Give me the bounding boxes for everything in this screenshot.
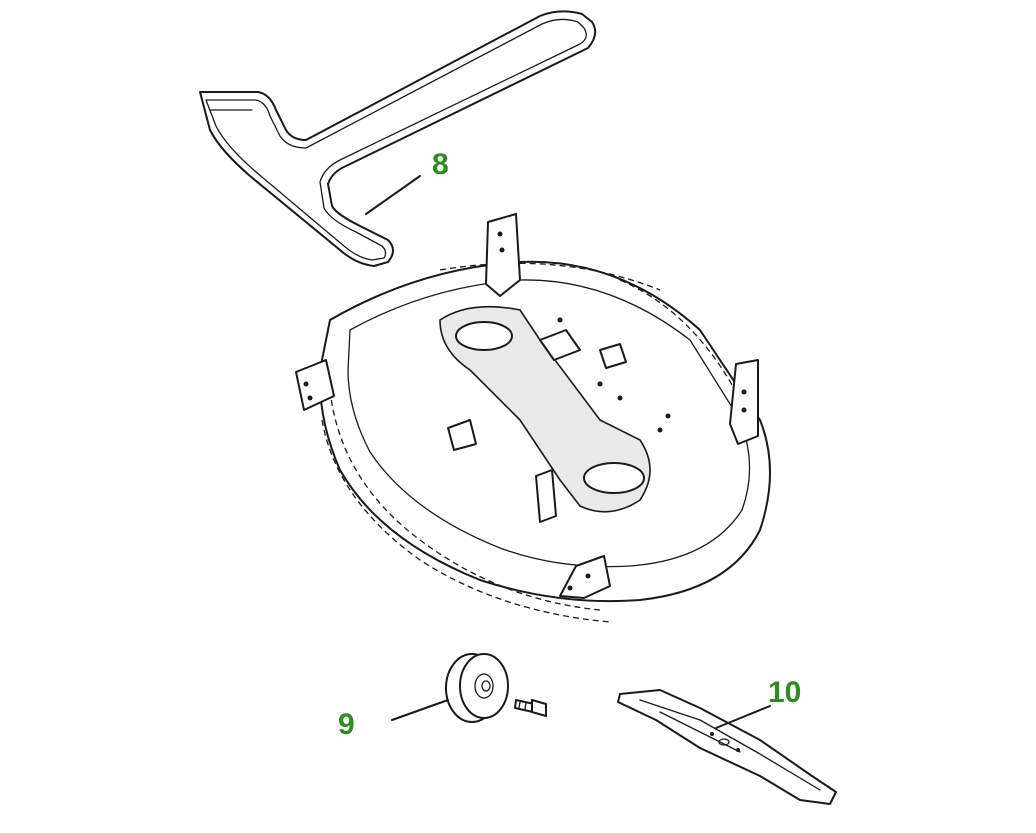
callout-10-label: 10	[768, 676, 802, 709]
callout-10-leader	[715, 705, 771, 729]
gauge-wheel-icon	[445, 653, 547, 723]
callout-8-label: 8	[432, 148, 449, 181]
callout-9-label: 9	[338, 708, 355, 741]
drive-belt-icon	[199, 10, 597, 267]
callout-8-leader	[365, 175, 421, 215]
mower-deck-housing-icon	[295, 213, 771, 623]
mower-blade-icon	[617, 689, 837, 805]
callout-9-leader	[391, 699, 449, 721]
